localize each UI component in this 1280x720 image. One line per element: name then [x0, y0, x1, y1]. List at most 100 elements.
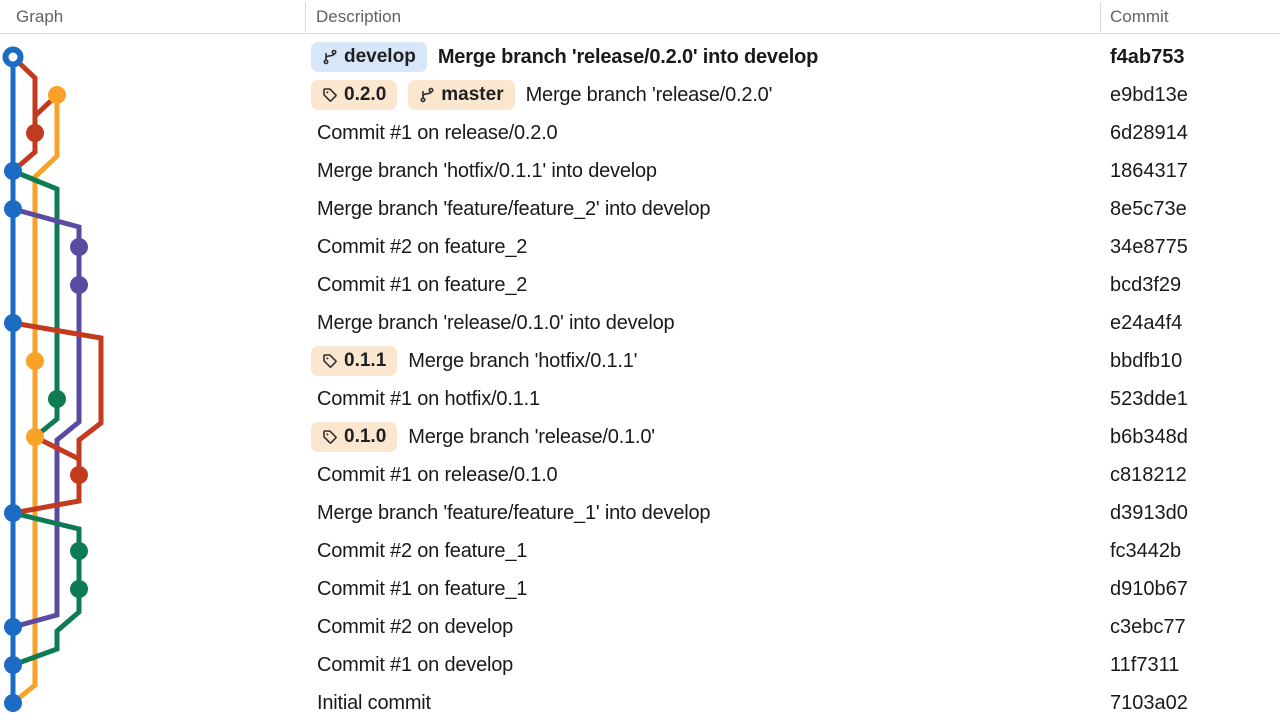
- commit-hash: 523dde1: [1110, 388, 1188, 410]
- commit-hash: 7103a02: [1110, 692, 1188, 714]
- commit-dot[interactable]: [26, 124, 44, 142]
- commit-dot[interactable]: [4, 656, 22, 674]
- commit-hash: 8e5c73e: [1110, 198, 1187, 220]
- commit-dot[interactable]: [70, 238, 88, 256]
- commit-description-cell: Commit #2 on develop: [311, 608, 513, 646]
- commit-message: Merge branch 'hotfix/0.1.1' into develop: [317, 159, 657, 182]
- column-resize-handle-commit[interactable]: [1100, 2, 1101, 33]
- branch-edge: [12, 206, 82, 630]
- commit-row[interactable]: Initial commit 7103a02: [0, 684, 1280, 720]
- commit-description-cell: Commit #1 on develop: [311, 646, 513, 684]
- column-resize-handle-description[interactable]: [305, 2, 306, 33]
- commit-hash: fc3442b: [1110, 540, 1182, 562]
- head-commit-dot[interactable]: [2, 46, 24, 68]
- tag-badge[interactable]: 0.2.0: [311, 80, 398, 110]
- commit-dot[interactable]: [4, 314, 22, 332]
- branch-edge: [12, 510, 82, 668]
- git-branch-icon: [420, 87, 434, 103]
- commit-dot[interactable]: [26, 428, 44, 446]
- git-branch-icon: [323, 49, 337, 65]
- commit-dot[interactable]: [70, 580, 88, 598]
- commit-hash: 6d28914: [1110, 122, 1188, 144]
- badge-label: master: [441, 84, 504, 105]
- commit-description-cell: Commit #1 on feature_2: [311, 266, 527, 304]
- commit-message: Commit #1 on feature_1: [317, 577, 528, 600]
- commit-row[interactable]: Commit #1 on feature_1 d910b67: [0, 570, 1280, 608]
- tag-icon: [323, 88, 337, 102]
- commit-hash: e9bd13e: [1110, 84, 1188, 106]
- branch-badge[interactable]: master: [408, 80, 515, 110]
- column-header-bar: Graph Description Commit: [0, 0, 1280, 34]
- commit-message: Merge branch 'release/0.2.0': [525, 83, 773, 106]
- commit-row[interactable]: 0.2.0 master Merge branch 'release/0.2.0' e…: [0, 76, 1280, 114]
- commit-row[interactable]: Commit #2 on develop c3ebc77: [0, 608, 1280, 646]
- commit-dot[interactable]: [70, 276, 88, 294]
- commit-message: Commit #2 on develop: [317, 615, 514, 638]
- commit-dot[interactable]: [70, 542, 88, 560]
- commit-hash: d910b67: [1110, 578, 1188, 600]
- branch-edge: [12, 320, 104, 475]
- commit-row[interactable]: Commit #2 on feature_1 fc3442b: [0, 532, 1280, 570]
- commit-description-cell: Commit #1 on feature_1: [311, 570, 527, 608]
- commit-description-cell: Commit #2 on feature_2: [311, 228, 527, 266]
- commit-description-cell: Commit #1 on release/0.2.0: [311, 114, 558, 152]
- badge-label: 0.2.0: [344, 84, 387, 105]
- badge-label: 0.1.1: [344, 350, 387, 371]
- branch-badge[interactable]: develop: [311, 42, 427, 72]
- column-header-commit: Commit: [1110, 7, 1169, 26]
- badge-label: 0.1.0: [344, 426, 387, 447]
- commit-dot[interactable]: [4, 694, 22, 712]
- commit-hash: 11f7311: [1110, 654, 1180, 676]
- commit-row[interactable]: develop Merge branch 'release/0.2.0' into…: [0, 38, 1280, 76]
- tag-icon: [323, 354, 337, 368]
- commit-row[interactable]: Commit #1 on develop 11f7311: [0, 646, 1280, 684]
- commit-description-cell: Commit #2 on feature_1: [311, 532, 527, 570]
- commit-message: Commit #1 on develop: [317, 653, 514, 676]
- commit-message: Merge branch 'release/0.2.0' into develo…: [437, 45, 819, 68]
- commit-dot[interactable]: [4, 618, 22, 636]
- commit-message: Merge branch 'feature/feature_2' into de…: [317, 197, 711, 220]
- commit-description-cell: Merge branch 'release/0.1.0' into develo…: [311, 304, 675, 342]
- commit-hash: c3ebc77: [1110, 616, 1186, 638]
- commit-row[interactable]: Merge branch 'hotfix/0.1.1' into develop…: [0, 152, 1280, 190]
- commit-description-cell: develop Merge branch 'release/0.2.0' into…: [311, 38, 818, 76]
- commit-dot[interactable]: [70, 466, 88, 484]
- commit-row[interactable]: Commit #1 on release/0.2.0 6d28914: [0, 114, 1280, 152]
- commit-row[interactable]: Commit #2 on feature_2 34e8775: [0, 228, 1280, 266]
- commit-description-cell: Merge branch 'feature/feature_2' into de…: [311, 190, 711, 228]
- commit-message: Commit #2 on feature_2: [317, 235, 528, 258]
- commit-graph[interactable]: [0, 38, 305, 720]
- commit-hash: 34e8775: [1110, 236, 1188, 258]
- tag-badge[interactable]: 0.1.1: [311, 346, 398, 376]
- commit-dot[interactable]: [4, 200, 22, 218]
- commit-row[interactable]: Merge branch 'release/0.1.0' into develo…: [0, 304, 1280, 342]
- commit-row[interactable]: Commit #1 on hotfix/0.1.1 523dde1: [0, 380, 1280, 418]
- commit-row[interactable]: Merge branch 'feature/feature_1' into de…: [0, 494, 1280, 532]
- commit-dot[interactable]: [48, 390, 66, 408]
- commit-dot[interactable]: [4, 162, 22, 180]
- commit-message: Commit #1 on feature_2: [317, 273, 528, 296]
- commit-dot[interactable]: [4, 504, 22, 522]
- commit-hash: b6b348d: [1110, 426, 1188, 448]
- commit-message: Merge branch 'hotfix/0.1.1': [408, 349, 638, 372]
- commit-message: Commit #2 on feature_1: [317, 539, 528, 562]
- commit-message: Commit #1 on hotfix/0.1.1: [317, 387, 540, 410]
- commit-hash: f4ab753: [1110, 46, 1185, 68]
- tag-icon: [323, 430, 337, 444]
- commit-description-cell: 0.2.0 master Merge branch 'release/0.2.0': [311, 76, 772, 114]
- commit-description-cell: Initial commit: [311, 684, 431, 720]
- commit-description-cell: 0.1.1 Merge branch 'hotfix/0.1.1': [311, 342, 638, 380]
- commit-message: Merge branch 'feature/feature_1' into de…: [317, 501, 711, 524]
- commit-dot[interactable]: [48, 86, 66, 104]
- tag-badge[interactable]: 0.1.0: [311, 422, 398, 452]
- commit-row[interactable]: Merge branch 'feature/feature_2' into de…: [0, 190, 1280, 228]
- column-header-description: Description: [316, 7, 402, 26]
- commit-dot[interactable]: [26, 352, 44, 370]
- commit-message: Merge branch 'release/0.1.0' into develo…: [317, 311, 675, 334]
- commit-message: Commit #1 on release/0.2.0: [317, 121, 558, 144]
